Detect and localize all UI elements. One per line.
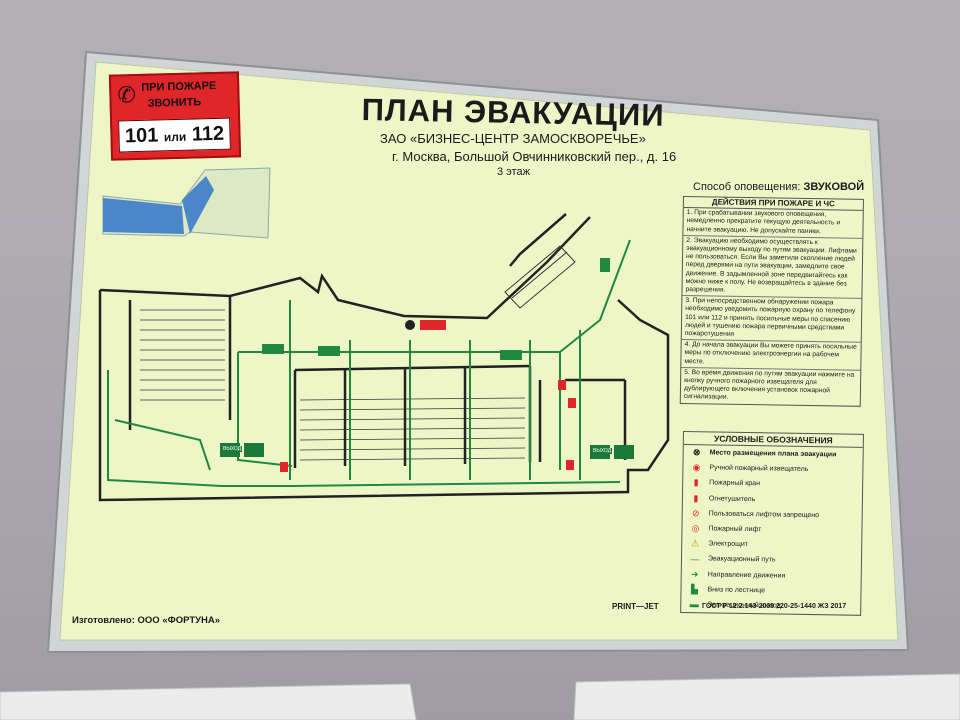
phone-icon: ✆ [117, 82, 137, 108]
plan-title: ПЛАН ЭВАКУАЦИИ [361, 92, 665, 133]
legend-label: Вниз по лестнице [707, 586, 766, 595]
alert-method: Способ оповещения: ЗВУКОВОЙ [693, 181, 864, 193]
floor-label: 3 этаж [497, 166, 530, 178]
action-item: 3. При непосредственном обнаружении пожа… [681, 296, 862, 344]
plan-location-icon: ⊗ [692, 447, 701, 458]
legend-panel: УСЛОВНЫЕ ОБОЗНАЧЕНИЯ ⊗Место размещения п… [680, 431, 864, 616]
exit-label: ВЫХОД [222, 446, 243, 452]
manufacturer: Изготовлено: ООО «ФОРТУНА» [72, 615, 221, 626]
address: г. Москва, Большой Овчинниковский пер., … [392, 149, 677, 164]
stairs-down-icon: ▙ [690, 583, 699, 595]
legend-label: Пользоваться лифтом запрещено [708, 510, 820, 519]
exit-label: ВЫХОД [592, 448, 613, 454]
fire-elevator-icon: ◎ [691, 523, 700, 534]
direction-arrow-icon: ➜ [690, 568, 699, 579]
organization-name: ЗАО «БИЗНЕС-ЦЕНТР ЗАМОСКВОРЕЧЬЕ» [380, 131, 646, 146]
fire-number-1: 101 [124, 124, 159, 148]
legend-label: Направление движения [707, 571, 786, 580]
action-item: 2. Эвакуацию необходимо осуществлять к э… [682, 235, 863, 300]
legend-label: Пожарный лифт [708, 525, 762, 534]
legend-label: Ручной пожарный извещатель [709, 464, 809, 474]
actions-panel: ДЕЙСТВИЯ ПРИ ПОЖАРЕ И ЧС 1. При срабатыв… [679, 196, 864, 407]
manual-fire-alarm-icon: ◉ [692, 462, 701, 473]
action-item: 5. Во время движения по путям эвакуации … [683, 368, 855, 402]
fire-number-2: 112 [191, 122, 225, 146]
legend-label: Место размещения плана эвакуации [709, 449, 837, 459]
print-brand: PRINT—JET [612, 602, 659, 611]
fire-number-or: или [163, 129, 187, 145]
fire-phone-box: ✆ ПРИ ПОЖАРЕ ЗВОНИТЬ 101 или 112 [108, 71, 242, 161]
alert-label: Способ оповещения: [693, 181, 801, 193]
legend-label: Эвакуационный путь [707, 555, 776, 564]
electrical-panel-icon: ⚠ [691, 538, 700, 549]
action-item: 1. При срабатывании звукового оповещения… [683, 208, 863, 239]
legend-label: Пожарный кран [709, 479, 761, 488]
gost-label: ГОСТ Р 12.2.143-2009 220-25-1440 ЖЗ 2017 [702, 603, 847, 610]
alert-value: ЗВУКОВОЙ [803, 181, 865, 193]
action-item: 4. До начала эвакуации Вы можете принять… [681, 340, 861, 371]
evacuation-route-icon: — [690, 554, 700, 565]
fire-hydrant-icon: ▮ [693, 477, 699, 488]
legend-label: Огнетушитель [708, 495, 756, 503]
legend-label: Электрощит [708, 540, 749, 549]
no-elevator-icon: ⊘ [691, 507, 700, 519]
fire-numbers: 101 или 112 [118, 117, 231, 153]
fire-extinguisher-icon: ▮ [693, 492, 699, 503]
fire-box-line2: ЗВОНИТЬ [147, 96, 202, 110]
fire-box-line1: ПРИ ПОЖАРЕ [141, 79, 217, 94]
